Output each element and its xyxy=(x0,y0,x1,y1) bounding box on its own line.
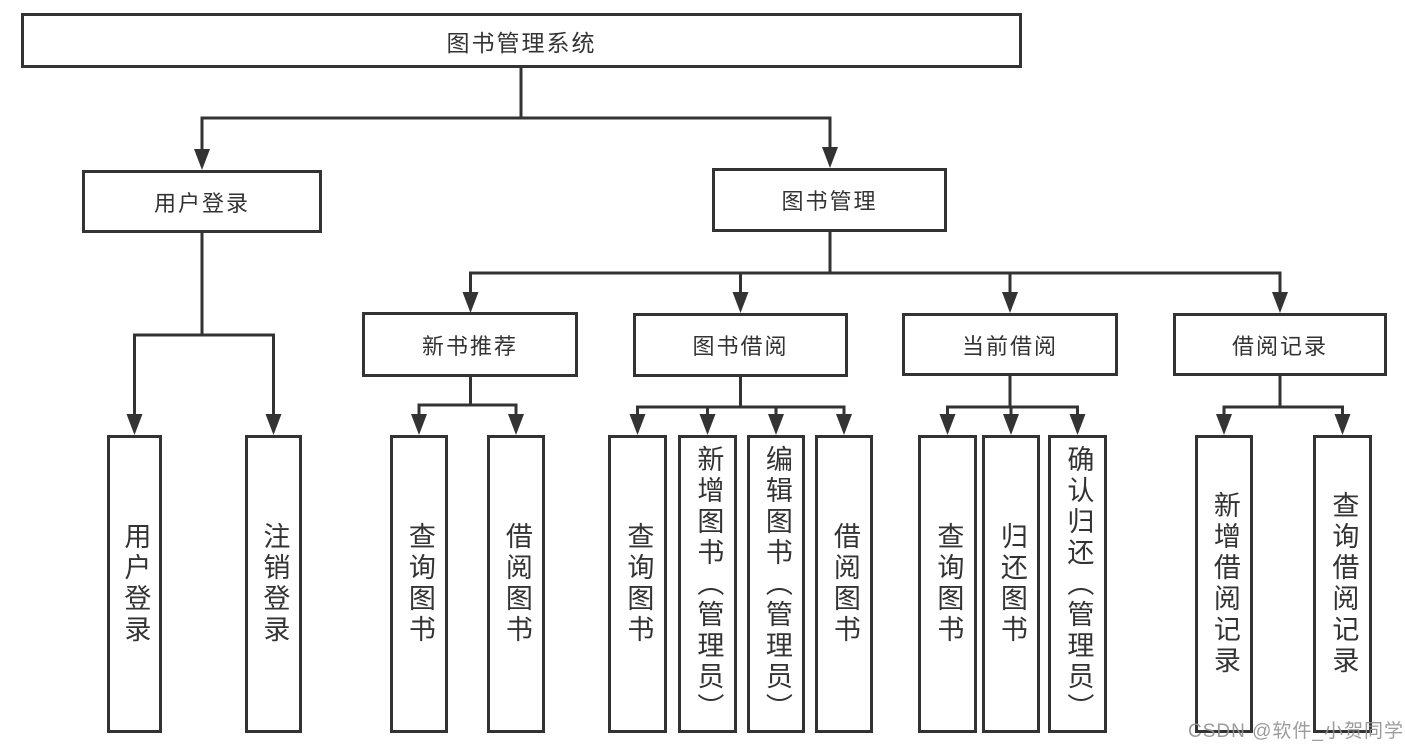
leaf-add-book-admin: 新增图书（管理员） xyxy=(678,435,737,733)
node-label: 当前借阅 xyxy=(961,333,1058,359)
node-label: 图书借阅 xyxy=(692,334,789,359)
node-label: 归还图书 xyxy=(996,522,1027,646)
node-book-management-system: 图书管理系统 xyxy=(21,13,1022,68)
node-label: 用户登录 xyxy=(120,522,151,646)
leaf-query-borrow-record: 查询借阅记录 xyxy=(1313,435,1372,733)
node-label: 查询图书 xyxy=(933,522,964,646)
node-label: 注销登录 xyxy=(259,522,290,646)
node-current-borrowing: 当前借阅 xyxy=(902,313,1118,376)
node-label: 确认归还（管理员） xyxy=(1063,444,1094,724)
node-label: 图书管理系统 xyxy=(446,29,597,56)
leaf-query-books-recommend: 查询图书 xyxy=(390,435,448,733)
node-label: 新增图书（管理员） xyxy=(693,444,724,724)
leaf-query-books-current: 查询图书 xyxy=(918,435,977,733)
leaf-query-books-borrowing: 查询图书 xyxy=(608,435,667,733)
node-label: 新增借阅记录 xyxy=(1209,491,1240,677)
leaf-return-books: 归还图书 xyxy=(982,435,1040,733)
leaf-confirm-return-admin: 确认归还（管理员） xyxy=(1048,435,1107,733)
node-book-borrowing: 图书借阅 xyxy=(633,313,848,377)
node-label: 借阅图书 xyxy=(501,522,532,646)
node-label: 图书管理 xyxy=(781,189,878,214)
leaf-add-borrow-record: 新增借阅记录 xyxy=(1195,435,1253,733)
node-label: 新书推荐 xyxy=(421,333,518,359)
node-label: 查询图书 xyxy=(404,522,435,646)
node-label: 借阅图书 xyxy=(829,522,860,646)
node-book-management: 图书管理 xyxy=(712,168,947,232)
csdn-watermark: CSDN @软件_小贺同学 xyxy=(1188,721,1404,742)
leaf-borrow-books-recommend: 借阅图书 xyxy=(487,435,545,733)
node-label: 编辑图书（管理员） xyxy=(761,444,792,724)
leaf-borrow-books-borrowing: 借阅图书 xyxy=(815,435,873,733)
node-label: 用户登录 xyxy=(153,190,250,216)
node-borrowing-records: 借阅记录 xyxy=(1173,313,1387,376)
node-user-login: 用户登录 xyxy=(82,170,322,233)
node-label: 查询借阅记录 xyxy=(1328,491,1359,677)
node-label: 借阅记录 xyxy=(1231,333,1328,359)
leaf-edit-book-admin: 编辑图书（管理员） xyxy=(747,435,805,733)
node-label: 查询图书 xyxy=(623,522,654,646)
leaf-user-login: 用户登录 xyxy=(107,435,162,733)
leaf-logout: 注销登录 xyxy=(245,435,302,733)
node-new-book-recommend: 新书推荐 xyxy=(362,312,578,377)
